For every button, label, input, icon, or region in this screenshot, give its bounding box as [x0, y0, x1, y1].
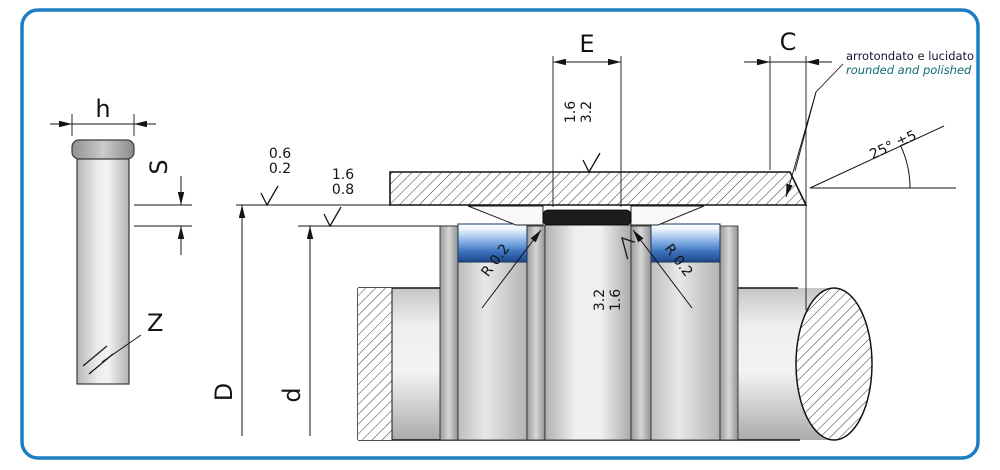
note-english: rounded and polished — [846, 63, 972, 77]
housing-section-hatch — [390, 172, 806, 205]
roughness-side-a: 1.6 — [563, 101, 579, 123]
guide-ring-right — [650, 223, 721, 263]
groove-bottom — [457, 261, 528, 441]
rod-left-section-hatch — [358, 288, 392, 440]
groove-wall — [439, 225, 459, 441]
roughness-side-b: 3.2 — [579, 101, 595, 123]
angle-arc — [900, 145, 911, 189]
guide-ring-left — [457, 223, 528, 263]
main-view: E C arrotondato e lucidato rounded and p… — [210, 28, 974, 441]
z-label: Z — [147, 309, 163, 337]
e-dimension-label: E — [579, 30, 594, 58]
roughness-bottom-b: 1.6 — [608, 289, 624, 311]
radius-leader-left — [481, 229, 542, 309]
roughness-seat-top: 1.6 — [332, 167, 354, 183]
seal-contact-band — [542, 209, 632, 226]
c-dimension-label: C — [780, 28, 797, 56]
left-view: h S Z — [50, 95, 192, 385]
roughness-bottom-a: 3.2 — [592, 289, 608, 311]
seal-profile-body — [76, 149, 130, 385]
roughness-bore-top: 0.6 — [269, 146, 291, 162]
s-dimension-label: S — [145, 159, 173, 174]
groove-wall — [630, 225, 652, 441]
note-leader — [815, 63, 844, 93]
z-leader-line — [101, 334, 142, 363]
angle-dimension-line — [809, 125, 945, 189]
roughness-bore-bottom: 0.2 — [269, 161, 291, 177]
bore-diameter-label: D — [210, 383, 238, 401]
groove-wall — [526, 225, 546, 441]
z-chamfer-mark — [82, 345, 108, 367]
note-leader-arrow — [785, 91, 817, 198]
h-dimension-label: h — [95, 95, 110, 123]
note-italian: arrotondato e lucidato — [846, 49, 974, 63]
groove-wall — [719, 225, 739, 441]
rod-end-face — [795, 287, 873, 441]
rod-land — [544, 224, 632, 441]
seal-profile-cap — [71, 139, 135, 160]
roughness-seat-bottom: 0.8 — [332, 182, 354, 198]
seal-lip-left — [467, 205, 544, 226]
groove-bottom — [650, 261, 721, 441]
seal-lip-right — [630, 205, 705, 226]
radius-leader-right — [632, 229, 693, 309]
rod-diameter-label: d — [278, 387, 306, 402]
